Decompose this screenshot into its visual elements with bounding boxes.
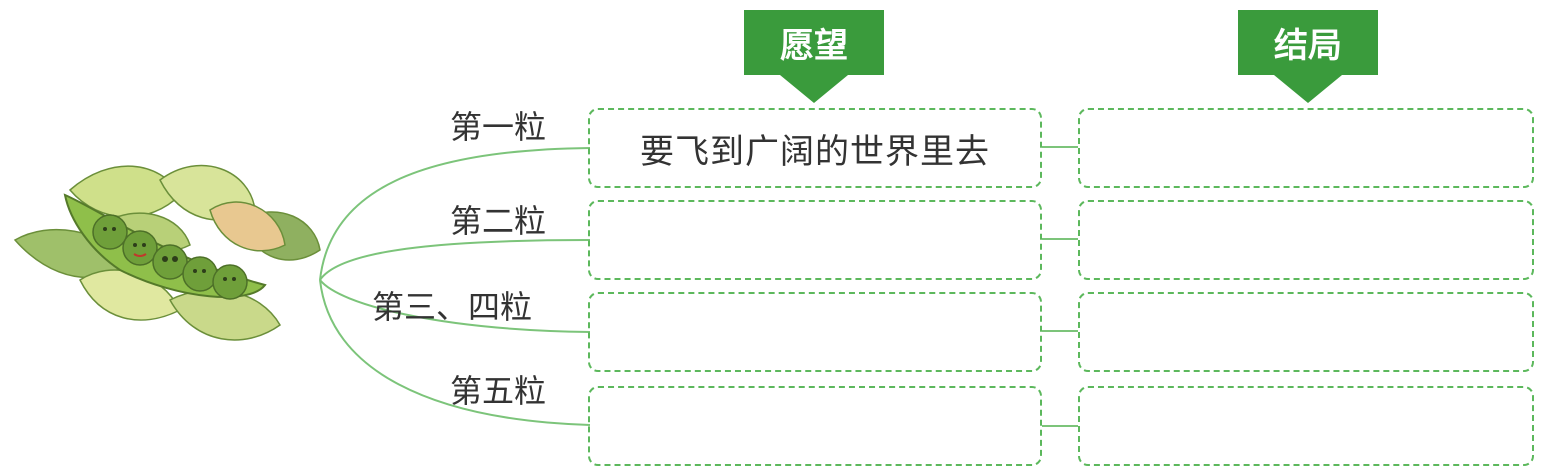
wish-header: 愿望 — [744, 10, 884, 75]
wish-box-4[interactable] — [588, 386, 1042, 466]
connector-row-3 — [319, 279, 591, 333]
row-label-1: 第一粒 — [450, 108, 547, 146]
wish-header-arrow — [780, 75, 848, 103]
row-label-4: 第五粒 — [450, 372, 547, 410]
wish-box-3[interactable] — [588, 292, 1042, 372]
outcome-header-arrow — [1274, 75, 1342, 103]
wish-box-2[interactable] — [588, 200, 1042, 280]
wish-text-1: 要飞到广阔的世界里去 — [640, 131, 990, 172]
outcome-box-2[interactable] — [1078, 200, 1534, 280]
outcome-header-text: 结局 — [1274, 26, 1342, 66]
outcome-box-4[interactable] — [1078, 386, 1534, 466]
connector-row-2 — [319, 239, 591, 281]
outcome-box-1[interactable] — [1078, 108, 1534, 188]
wish-box-1[interactable]: 要飞到广阔的世界里去 — [588, 108, 1042, 188]
connector-row-1 — [319, 147, 591, 281]
connector-row-4 — [319, 279, 591, 426]
row-label-3: 第三、四粒 — [372, 288, 533, 326]
outcome-header: 结局 — [1238, 10, 1378, 75]
wish-header-text: 愿望 — [780, 26, 848, 66]
row-label-2: 第二粒 — [450, 202, 547, 240]
outcome-box-3[interactable] — [1078, 292, 1534, 372]
pea-pod-illustration-icon — [13, 164, 321, 341]
